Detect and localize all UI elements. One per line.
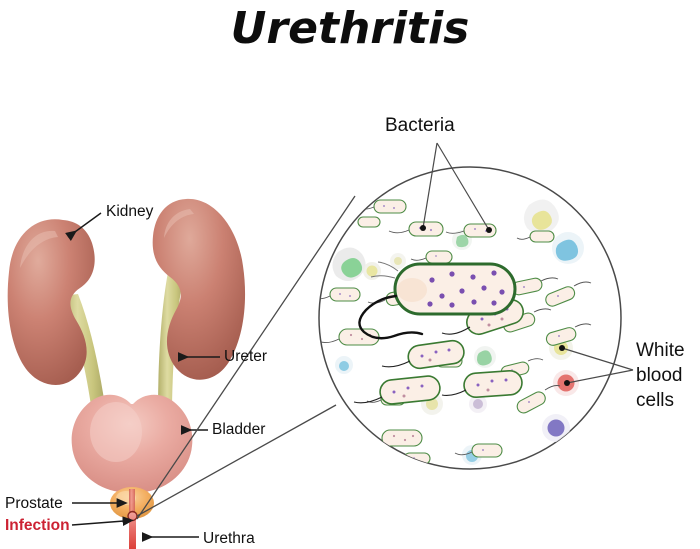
left-kidney-highlight <box>20 230 58 268</box>
anatomy-leaders <box>65 212 220 542</box>
urethra <box>129 513 136 549</box>
bacterium-8 <box>545 281 592 307</box>
label-wbc-line3: cells <box>636 390 675 411</box>
bacterium-19 <box>516 230 555 243</box>
bacteria-leader-1 <box>422 142 438 229</box>
urethra-prostatic <box>129 489 135 515</box>
bacterium-medium-4 <box>441 370 523 398</box>
wbc-leader-yellow <box>561 347 634 371</box>
featured-bacterium-vacuole <box>397 278 427 302</box>
label-wbc-line1: White <box>636 340 685 361</box>
label-bladder: Bladder <box>212 421 266 438</box>
label-ureter: Ureter <box>224 348 268 365</box>
wbc-pale-upper-left <box>390 253 406 269</box>
bacterium-9 <box>319 328 380 346</box>
bacteria-medium-group <box>353 298 524 405</box>
wbc-pale-purple-bottom <box>469 395 487 413</box>
bacterium-11 <box>545 323 592 346</box>
bacterium-medium-2 <box>381 339 465 370</box>
bacterium-5 <box>319 287 361 302</box>
bacteria-endpoint-1 <box>420 225 426 231</box>
featured-bacterium-flagellum <box>358 294 424 340</box>
wbc-endpoint-red <box>564 380 570 386</box>
bladder-highlight <box>90 402 142 462</box>
label-prostate: Prostate <box>5 495 63 512</box>
magnifier-contents <box>319 199 592 465</box>
wbc-purple-bottom-right <box>542 414 570 442</box>
wbc-small-blue-left <box>335 356 353 374</box>
wbc-endpoint-yellow <box>559 345 565 351</box>
bacterium-15 <box>360 429 423 447</box>
label-white-blood-cells: White blood cells <box>636 338 700 413</box>
infection-leader <box>71 516 134 526</box>
callout-endpoints <box>420 225 570 386</box>
right-kidney <box>152 198 246 380</box>
bacterium-20 <box>357 216 381 228</box>
page-title: Urethritis <box>230 3 470 54</box>
label-bacteria: Bacteria <box>385 115 455 136</box>
right-kidney-highlight <box>164 209 194 238</box>
magnifier-connector-upper <box>136 404 337 517</box>
wbc-yellow-top <box>523 199 559 235</box>
wbc-green-mid <box>474 346 496 368</box>
label-kidney: Kidney <box>106 203 154 220</box>
bacterium-16 <box>454 443 503 458</box>
label-urethra: Urethra <box>203 530 255 547</box>
wbc-blue-top-right <box>552 232 584 264</box>
callout-leaders <box>422 142 634 384</box>
bacterium-1 <box>355 199 407 214</box>
bacterium-medium-3 <box>353 375 441 405</box>
bacterium-14 <box>516 385 561 414</box>
magnifier-connector-lower <box>136 195 356 520</box>
bacterium-2 <box>388 221 444 237</box>
wbc-small-yellow-left <box>363 262 381 280</box>
bacterium-4 <box>410 250 453 264</box>
wbc-leader-red <box>566 369 634 384</box>
kidney-leader <box>65 212 102 241</box>
label-infection: Infection <box>5 517 70 534</box>
bacteria-leader-2 <box>436 142 490 231</box>
magnifier-connectors <box>136 195 356 520</box>
wbc-green-left <box>332 247 366 281</box>
featured-bacterium-pili <box>370 261 399 279</box>
label-wbc-line2: blood <box>636 365 683 386</box>
left-kidney <box>7 219 95 385</box>
bacterium-17 <box>403 452 431 465</box>
featured-bacterium-dots <box>427 270 505 308</box>
featured-bacterium <box>358 261 517 340</box>
bacterium-medium-1 <box>441 298 524 336</box>
anatomy-group <box>7 198 246 549</box>
bacteria-endpoint-2 <box>486 227 492 233</box>
